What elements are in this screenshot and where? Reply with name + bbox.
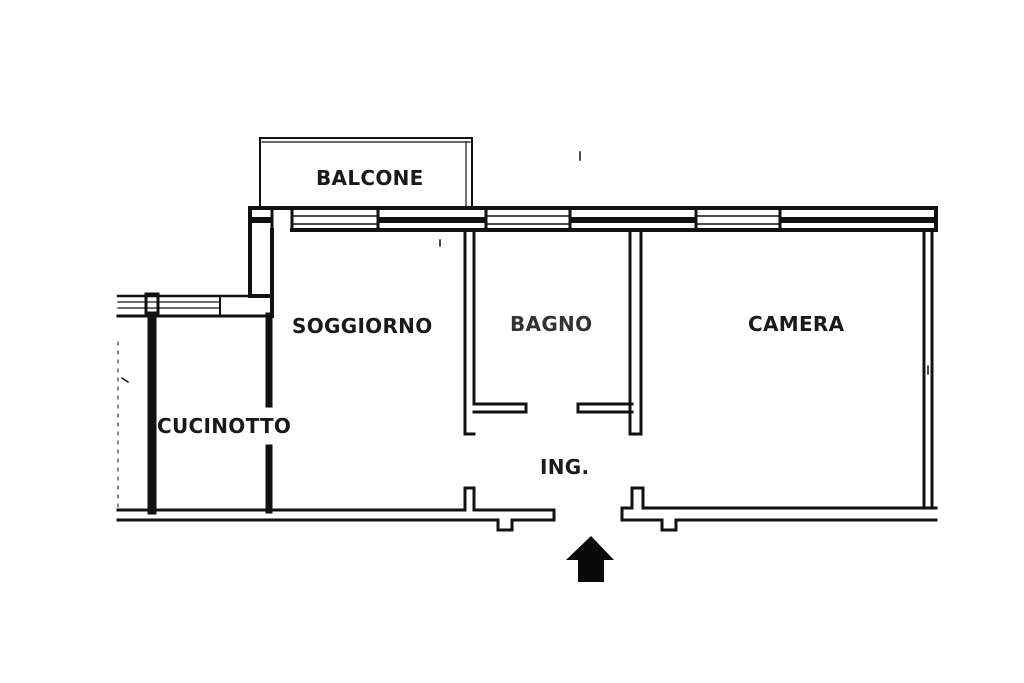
kitchen-top-wall	[116, 206, 274, 318]
bathroom-walls	[463, 228, 643, 436]
bottom-wall	[116, 486, 938, 532]
arrow-up-icon	[566, 536, 614, 582]
right-wall	[922, 230, 934, 508]
balcony-outline	[259, 137, 473, 209]
kitchen-walls	[117, 311, 273, 515]
room-label-bagno: BAGNO	[510, 312, 593, 336]
room-label-camera: CAMERA	[748, 312, 845, 336]
room-label-soggiorno: SOGGIORNO	[292, 314, 433, 338]
room-label-cucinotto: CUCINOTTO	[157, 414, 292, 438]
top-wall	[248, 206, 938, 232]
room-label-ingresso: ING.	[540, 455, 590, 479]
room-label-balcone: BALCONE	[316, 166, 424, 190]
scan-specks	[120, 151, 929, 384]
